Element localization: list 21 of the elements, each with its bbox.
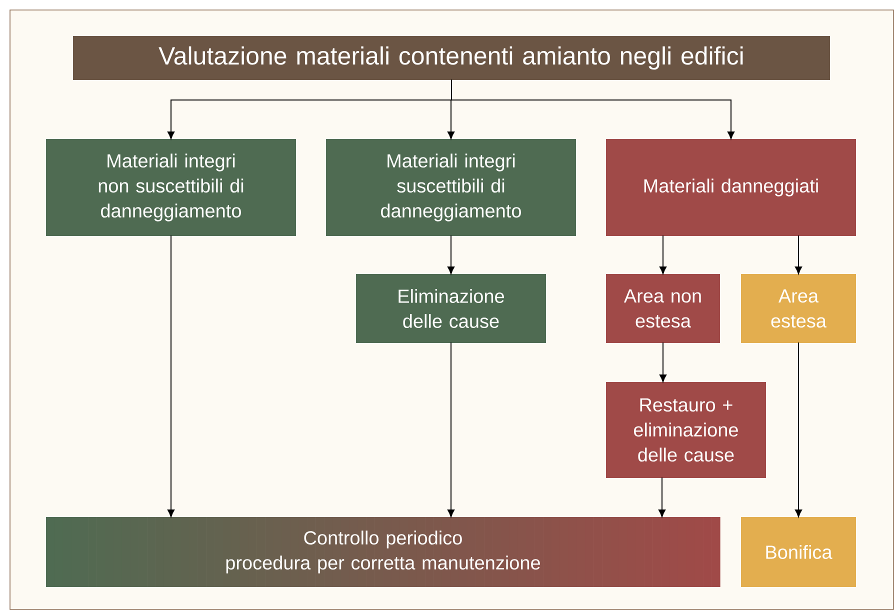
outcome-box: Bonifica [741,517,856,587]
arrow [447,235,455,274]
arrow [451,79,735,140]
process-box: Eliminazione delle cause [356,274,546,343]
arrow [794,342,802,518]
arrow [659,235,667,274]
outcome-box: Controllo periodico procedura per corretta manutenzione [46,517,720,587]
node-label: Controllo periodico [304,530,462,548]
process-box: Area estesa [741,274,856,343]
arrow [659,342,667,382]
arrow [658,477,666,518]
arrow [167,235,175,518]
category-box: Materiali integri suscettibili di danneggiamento [326,139,576,236]
process-box: Area non estesa [606,274,720,343]
category-box: Materiali integri non suscettibili di danneggiamento [46,139,296,236]
process-box: Restauro + eliminazione delle cause [606,382,766,478]
title-banner: Valutazione materiali contenenti amianto negli edifici [73,36,830,80]
arrow [794,235,802,274]
category-box: Materiali danneggiati [606,139,856,236]
arrow [447,342,455,518]
node-label: procedura per corretta manutenzione [226,556,540,574]
